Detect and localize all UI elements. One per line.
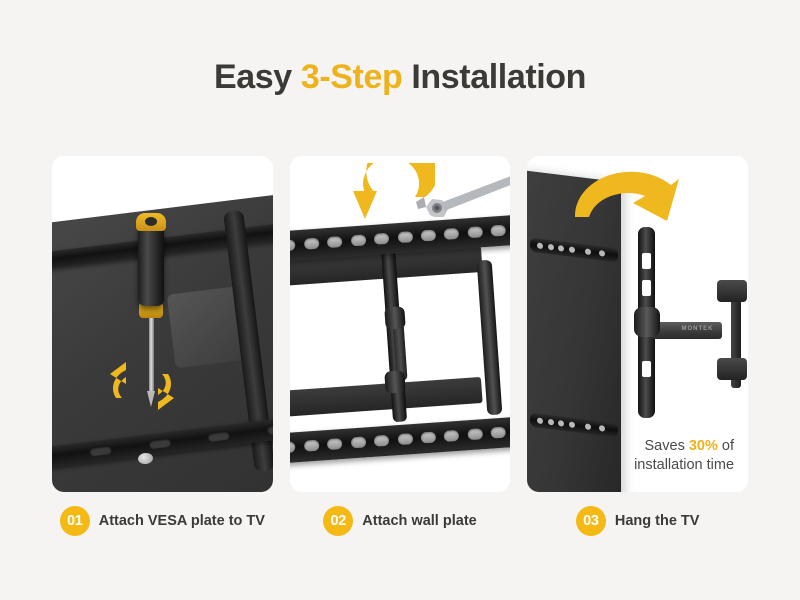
- page-title-after: Installation: [402, 58, 587, 96]
- savings-note-before: Saves: [644, 437, 689, 454]
- wall-plate-pivot-lower: [384, 370, 406, 394]
- screwdriver-tip: [147, 391, 156, 408]
- step-3-caption: 03 Hang the TV: [527, 504, 748, 538]
- savings-percent: 30%: [688, 437, 718, 454]
- step-2-label: Attach wall plate: [362, 513, 477, 529]
- steps-caption-row: 01 Attach VESA plate to TV 02 Attach wal…: [52, 504, 748, 538]
- mount-claw-lower: [716, 357, 747, 380]
- savings-note-after: of: [717, 437, 735, 454]
- wall-plate-rail-bottom: [289, 415, 511, 464]
- curved-down-arrow-icon: [349, 156, 439, 235]
- step-3-badge: 03: [575, 506, 606, 536]
- step-2-image-card[interactable]: [289, 156, 511, 492]
- page-title: Easy 3-Step Installation: [0, 58, 800, 97]
- step-1-caption: 01 Attach VESA plate to TV: [52, 504, 273, 538]
- mount-pivot-hub: [634, 307, 661, 338]
- step-2-caption: 02 Attach wall plate: [290, 504, 511, 538]
- savings-note: Saves 30% of installation time: [634, 437, 734, 476]
- step-2-badge: 02: [323, 506, 354, 536]
- mount-claw-upper: [716, 280, 747, 303]
- page-title-before: Easy: [213, 58, 301, 96]
- brand-logo: MONTEK: [681, 326, 714, 333]
- savings-note-line2: installation time: [634, 457, 735, 474]
- screwdriver-handle: [138, 219, 165, 306]
- screwdriver-cap: [136, 213, 167, 232]
- step-3-label: Hang the TV: [614, 513, 700, 529]
- page-title-accent: 3-Step: [300, 58, 403, 96]
- wrench-icon: [396, 169, 511, 229]
- screwdriver-shaft: [148, 317, 154, 396]
- mount-extension-arm: MONTEK: [648, 322, 722, 340]
- rotation-arrow-icon: [96, 354, 188, 416]
- step-1-label: Attach VESA plate to TV: [98, 513, 265, 529]
- step-3-image-card[interactable]: MONTEK Saves 30% of installation time: [527, 156, 749, 492]
- arc-right-arrow-icon: [567, 159, 697, 229]
- step-1-badge: 01: [59, 506, 90, 536]
- step-1-image-card[interactable]: [52, 156, 273, 492]
- wall-plate-pivot-upper: [384, 306, 406, 330]
- steps-gallery: MONTEK Saves 30% of installation time: [52, 156, 749, 492]
- screwdriver-collar: [139, 302, 164, 319]
- mount-wall-bracket: [731, 280, 742, 388]
